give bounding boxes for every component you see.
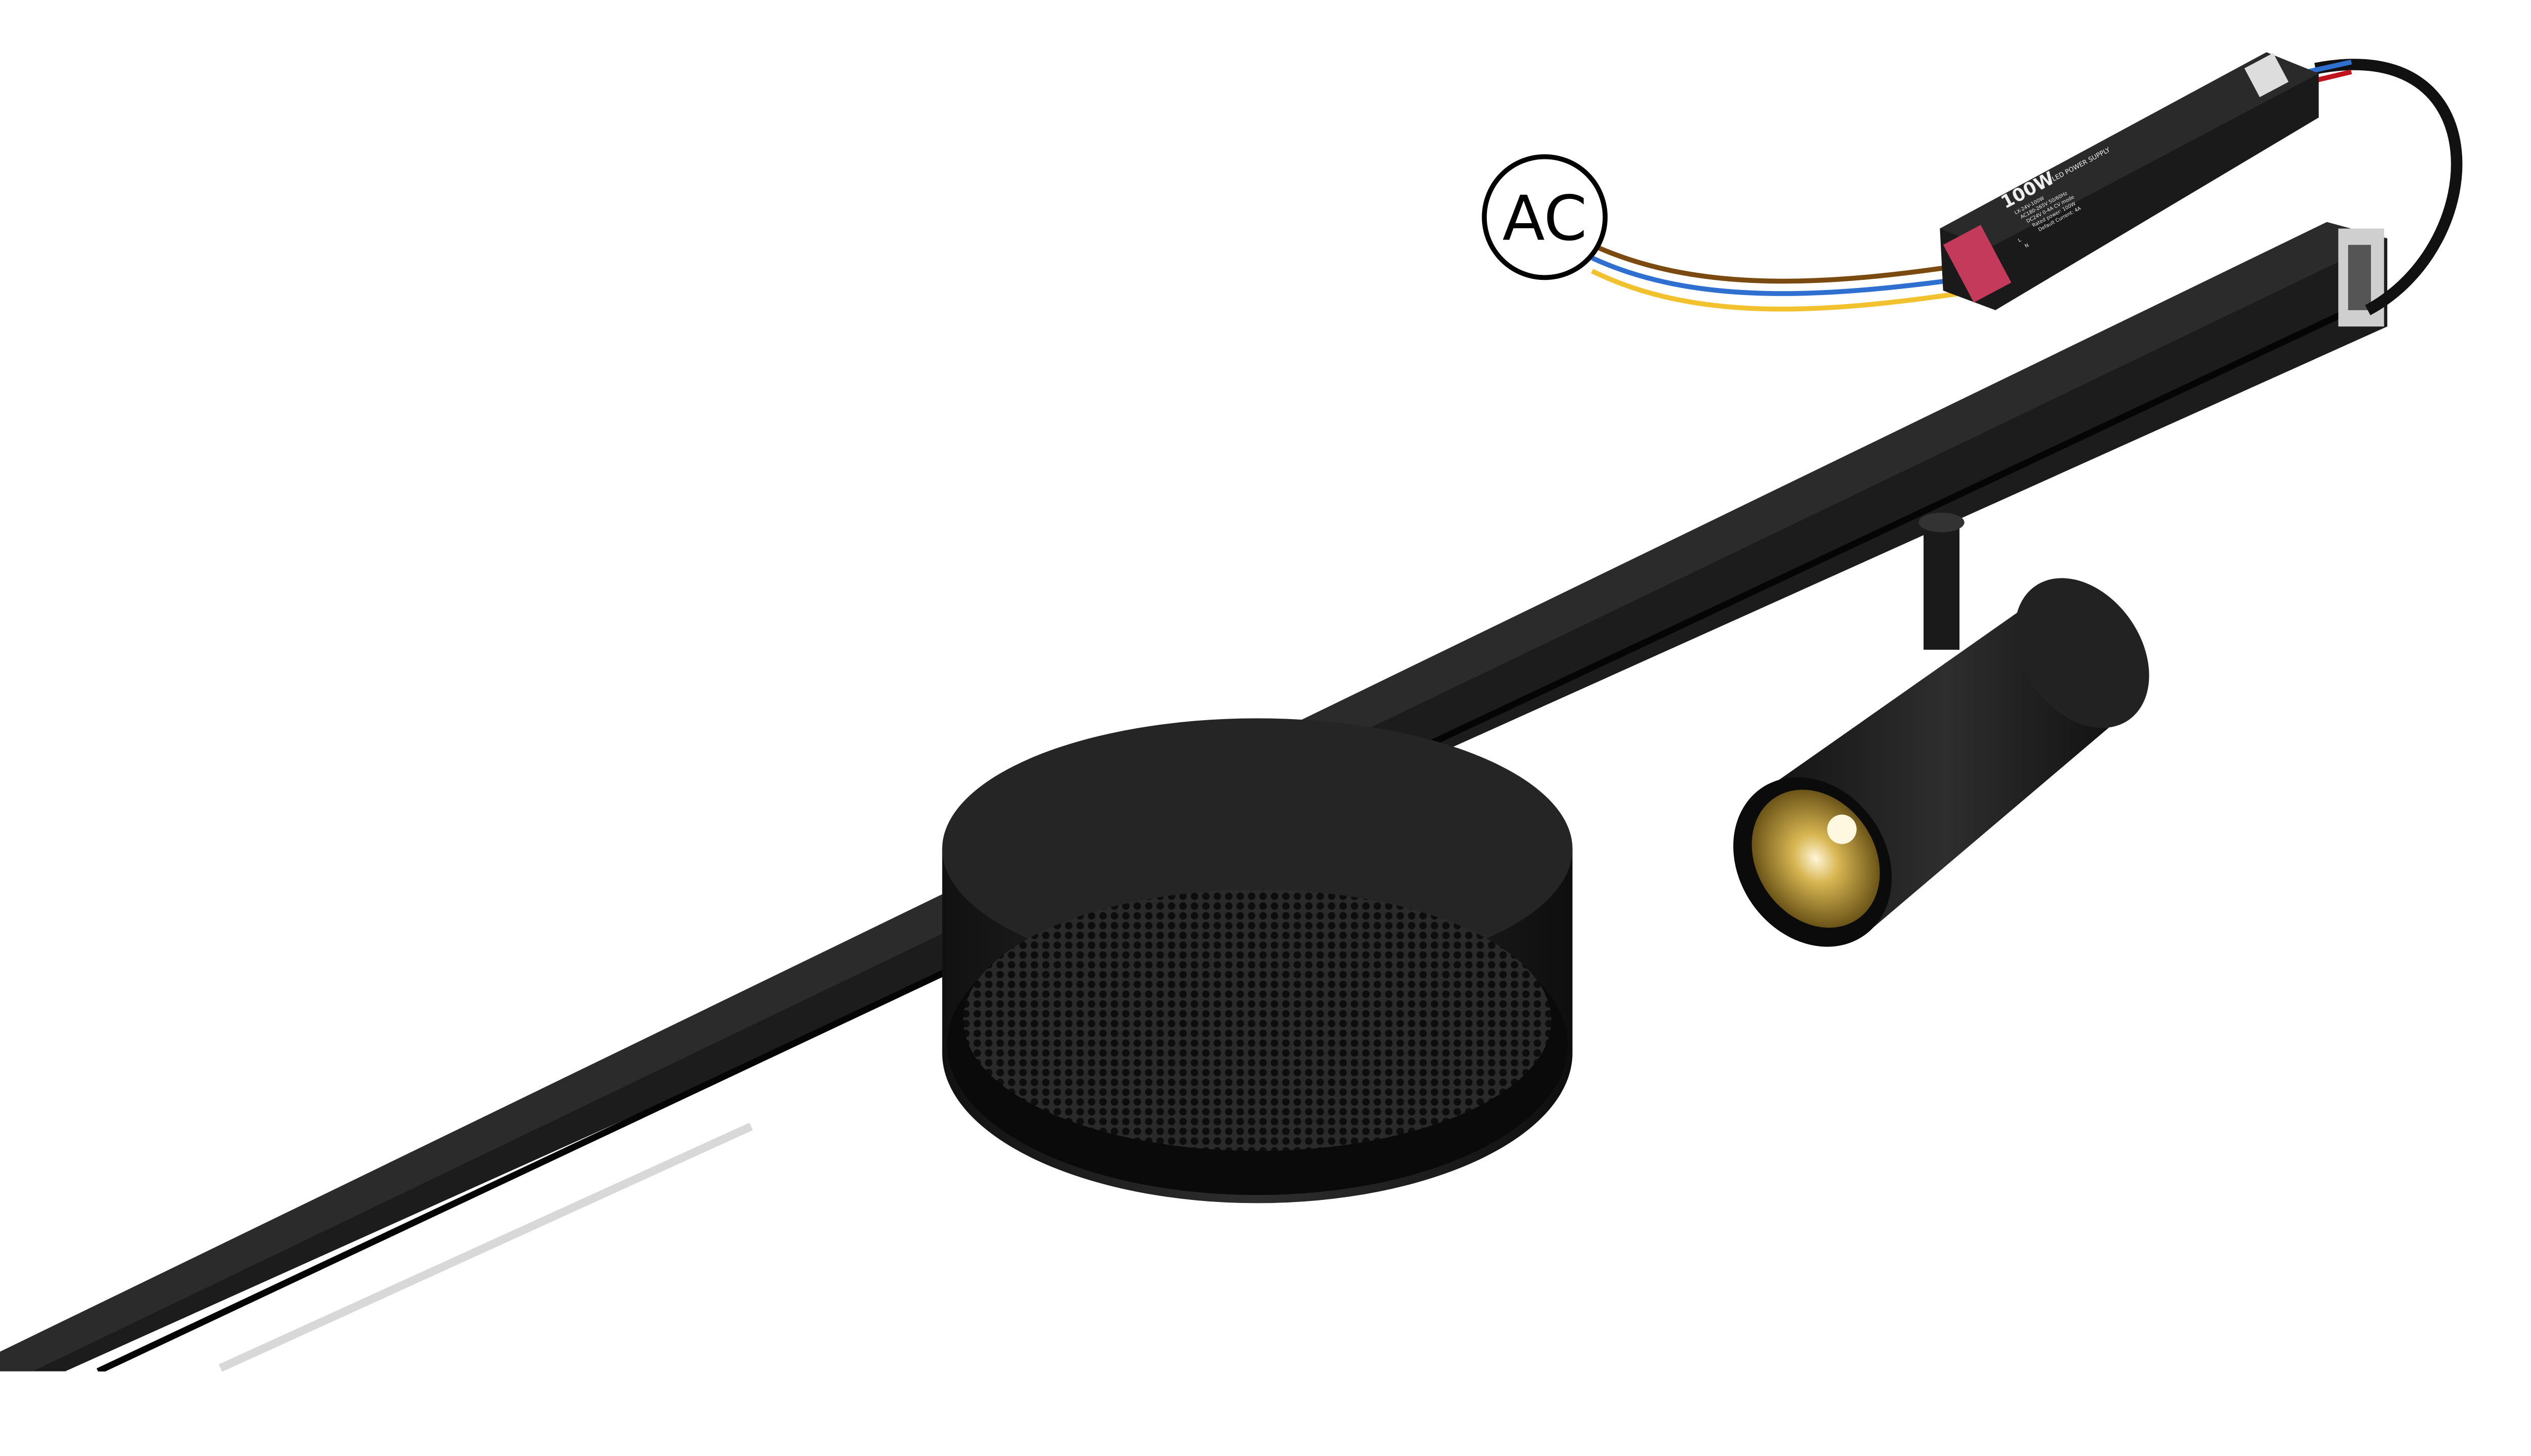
ac-label-badge: AC	[1482, 154, 1608, 280]
led-strip	[219, 1122, 753, 1371]
product-diagram: AC 100W LED POWER SUPPLY LX-24V-100W AC1…	[0, 52, 2463, 1371]
spotlight-stem	[1923, 519, 1960, 650]
terminal-n-label: N	[2024, 242, 2030, 249]
led-driver: 100W LED POWER SUPPLY LX-24V-100W AC180-…	[1940, 52, 2319, 310]
input-terminal-block	[1943, 225, 2012, 303]
terminal-l-label: L	[2017, 237, 2022, 244]
ac-label: AC	[1502, 182, 1587, 255]
honeycomb-grille	[963, 890, 1552, 1151]
led-lens	[1827, 814, 1857, 844]
ac-input-wires	[1591, 242, 1980, 312]
track-light-system: AC 100W LED POWER SUPPLY LX-24V-100W AC1…	[0, 52, 2463, 1371]
track-spotlight	[1733, 512, 2149, 947]
round-honeycomb-light	[942, 718, 1573, 1203]
output-terminal-block	[2244, 53, 2289, 98]
